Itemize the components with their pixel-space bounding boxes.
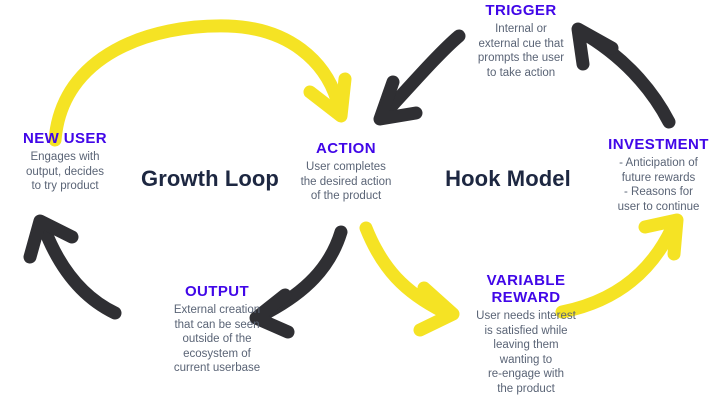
node-new-user-description: Engages with output, decides to try prod… [25, 151, 104, 192]
node-trigger-description: Internal or external cue that prompts th… [477, 23, 565, 79]
node-investment-description: - Anticipation of future rewards - Reaso… [617, 157, 700, 213]
node-action-title: ACTION [316, 140, 376, 157]
node-action: ACTION User completes the desired action… [281, 140, 411, 204]
arrow-output-to-new-user [23, 214, 122, 320]
arrow-investment-to-trigger [571, 22, 676, 129]
node-investment-title: INVESTMENT [608, 136, 709, 153]
arrow-trigger-to-action [373, 29, 466, 126]
node-trigger-title: TRIGGER [485, 2, 557, 19]
node-variable-reward-title: VARIABLE REWARD [486, 272, 566, 306]
node-new-user-title: NEW USER [22, 130, 108, 147]
arrow-action-to-output [249, 225, 348, 339]
arrow-action-to-variable-reward [359, 221, 460, 337]
node-new-user: NEW USER Engages with output, decides to… [0, 130, 130, 194]
node-variable-reward: VARIABLE REWARD User needs interest is s… [452, 272, 600, 396]
node-investment: INVESTMENT - Anticipation of future rewa… [597, 136, 720, 214]
node-output-title: OUTPUT [184, 283, 250, 300]
hook-model-title: Hook Model [445, 166, 571, 191]
node-variable-reward-description: User needs interest is satisfied while l… [476, 310, 576, 395]
node-output-description: External creation that can be seen outsi… [173, 304, 261, 374]
growth-loop-title: Growth Loop [141, 166, 279, 191]
node-trigger: TRIGGER Internal or external cue that pr… [456, 2, 586, 80]
arrow-new-user-to-action [48, 19, 352, 147]
node-action-description: User completes the desired action of the… [300, 161, 392, 202]
arrow-variable-reward-to-investment [555, 213, 684, 319]
node-output: OUTPUT External creation that can be see… [142, 283, 292, 376]
